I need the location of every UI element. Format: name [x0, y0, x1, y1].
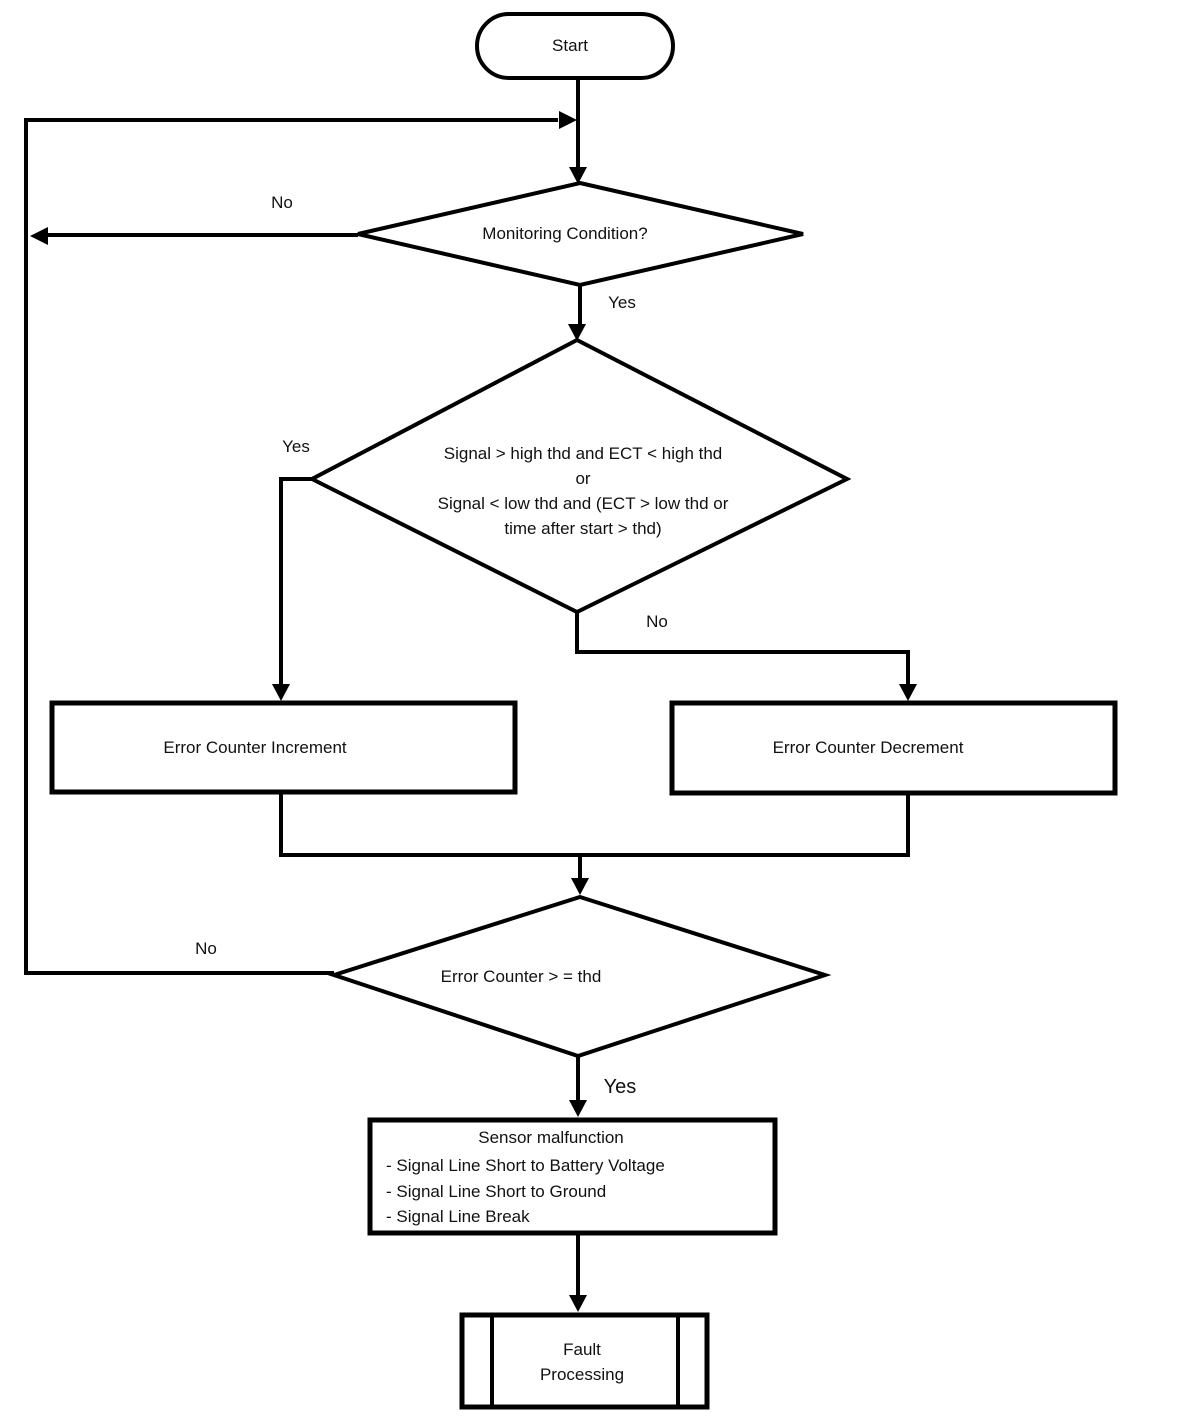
signal-no-label: No [646, 611, 668, 631]
monitoring-yes-label: Yes [608, 292, 636, 312]
signal-check-line-2: or [575, 469, 591, 488]
fault-label: Fault Processing [540, 1337, 624, 1387]
threshold-yes-label: Yes [603, 1076, 637, 1098]
edge-signal-yes [279, 477, 312, 686]
signal-check-line-3: Signal < low thd and (ECT > low thd or [437, 494, 729, 513]
threshold-no-label: No [195, 938, 217, 958]
increment-label: Error Counter Increment [163, 737, 347, 757]
start-node [475, 12, 675, 80]
malfunction-item-1: - Signal Line Short to Battery Voltage [386, 1155, 665, 1175]
monitoring-label: Monitoring Condition? [482, 223, 648, 243]
malfunction-item-3: - Signal Line Break [386, 1206, 530, 1226]
signal-check-label: Signal > high thd and ECT < high thd or … [438, 441, 729, 541]
fault-node [459, 1312, 710, 1410]
threshold-label: Error Counter > = thd [440, 966, 602, 986]
decrement-node [669, 700, 1118, 796]
arrowhead-into-monitoring [569, 167, 587, 184]
start-label: Start [552, 35, 588, 55]
arrowhead-into-signal-check [568, 324, 586, 341]
arrowhead-into-decrement [899, 684, 917, 701]
arrowhead-into-junction [559, 111, 577, 129]
malfunction-title: Sensor malfunction [478, 1127, 624, 1147]
signal-check-line-4: time after start > thd) [504, 519, 662, 538]
increment-node [49, 700, 518, 795]
edge-signal-no [575, 612, 910, 686]
edge-feedback-rail [24, 118, 558, 975]
arrowhead-into-malfunction [569, 1100, 587, 1117]
malfunction-node [367, 1117, 778, 1236]
signal-yes-label: Yes [282, 436, 310, 456]
edge-merge [279, 792, 910, 857]
fault-line-2: Processing [539, 1365, 625, 1384]
monitoring-no-label: No [271, 192, 293, 212]
arrowhead-into-fault [569, 1295, 587, 1312]
signal-check-line-1: Signal > high thd and ECT < high thd [443, 444, 723, 463]
arrowhead-monitoring-no [30, 227, 48, 245]
arrowhead-into-increment [272, 684, 290, 701]
decrement-label: Error Counter Decrement [772, 737, 964, 757]
malfunction-item-2: - Signal Line Short to Ground [386, 1181, 607, 1201]
fault-line-1: Fault [563, 1340, 601, 1359]
arrowhead-into-threshold [571, 878, 589, 895]
